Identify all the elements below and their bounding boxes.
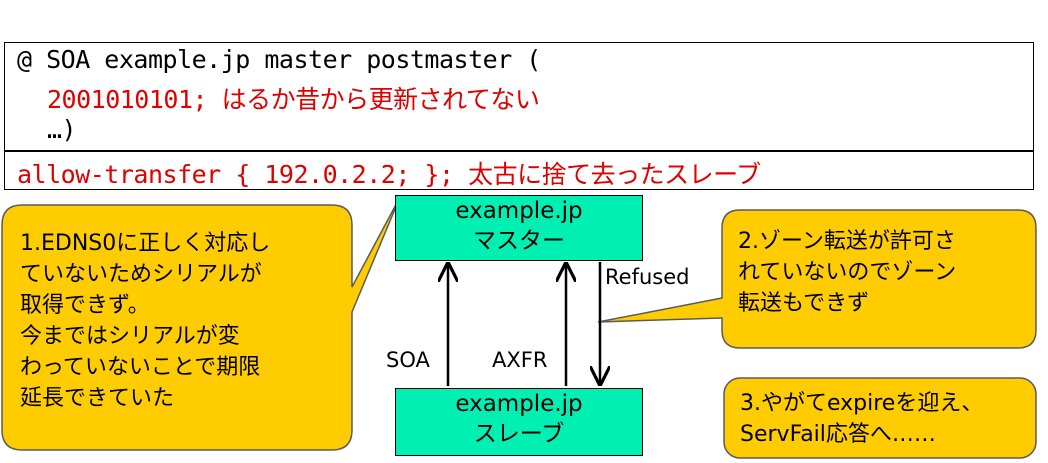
callout-3-line: 3.やがてexpireを迎え、 [740,391,984,416]
master-host: example.jp [455,198,583,224]
refused-label: Refused [605,265,690,289]
callout-3-bubble [723,377,1037,459]
soa-record-line: @ SOA example.jp master postmaster ( [17,45,541,74]
closing-line: …) [47,115,77,144]
callout-1-line: 取得できず。 [20,293,150,318]
slave-host: example.jp [455,391,583,417]
allow-transfer-box: allow-transfer { 192.0.2.2; }; 太古に捨て去ったス… [4,150,1034,190]
callout-1-line: わっていないことで期限 [20,355,261,380]
callout-2-bubble [597,209,1037,349]
callout-1-line: 今まではシリアルが変 [20,324,240,349]
callout-1-bubble [1,196,401,451]
zone-file-box: @ SOA example.jp master postmaster ( 200… [4,42,1034,152]
master-role: マスター [473,228,565,254]
slave-server-box: example.jp スレーブ [395,388,643,456]
soa-label: SOA [386,348,430,372]
callout-1-line: 延長できていた [20,386,175,411]
callout-2-text: 2.ゾーン転送が許可さ れていないのでゾーン 転送もできず [738,226,956,319]
master-server-box: example.jp マスター [395,195,643,261]
axfr-label: AXFR [492,348,548,372]
callout-2-line: れていないのでゾーン [738,260,957,285]
callout-3-text: 3.やがてexpireを迎え、 ServFail応答へ…… [740,388,983,450]
serial-line: 2001010101; はるか昔から更新されてない [47,85,540,114]
callout-2-line: 2.ゾーン転送が許可さ [738,229,956,254]
callout-3-line: ServFail応答へ…… [740,422,936,447]
callout-1-line: ていないためシリアルが [20,262,262,287]
callout-1-line: 1.EDNS0に正しく対応し [20,231,271,256]
allow-transfer-line: allow-transfer { 192.0.2.2; }; 太古に捨て去ったス… [17,160,761,189]
callout-1-text: 1.EDNS0に正しく対応し ていないためシリアルが 取得できず。 今まではシリ… [20,228,270,414]
slave-role: スレーブ [473,421,565,447]
callout-2-line: 転送もできず [738,291,870,316]
